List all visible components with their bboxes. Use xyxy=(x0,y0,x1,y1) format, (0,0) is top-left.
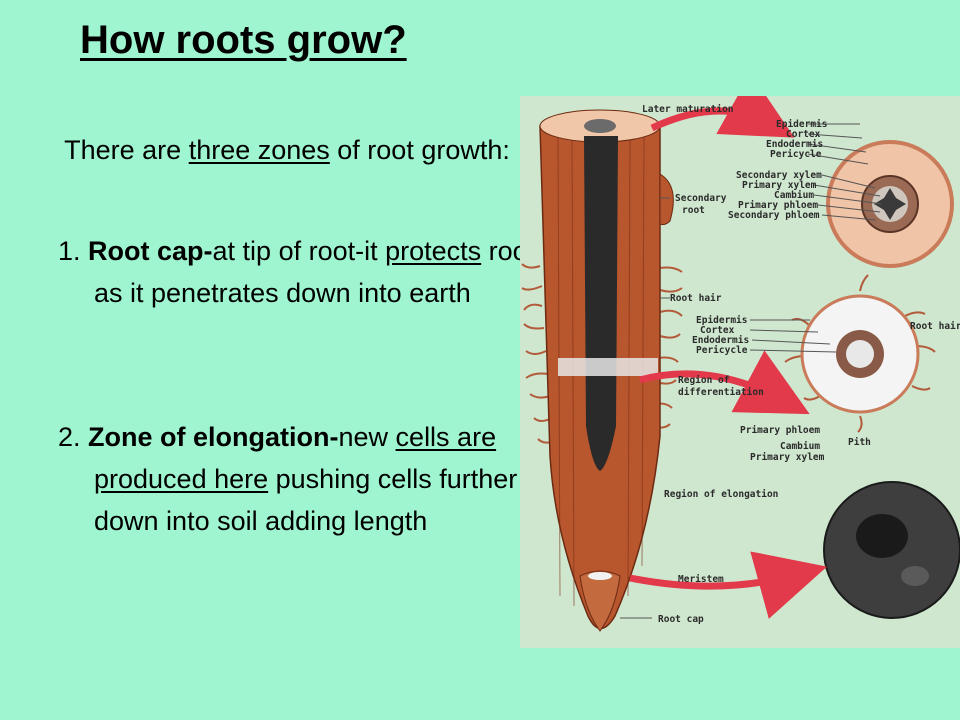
label-primary-xylem: Primary xylem xyxy=(742,180,817,191)
label-secondary-root-line2: root xyxy=(682,205,705,216)
intro-before: There are xyxy=(64,135,189,165)
intro-after: of root growth: xyxy=(329,135,510,165)
root-cap-shape xyxy=(579,570,621,632)
slide-title: How roots grow? xyxy=(80,18,407,62)
label-root-hair: Root hair xyxy=(670,293,722,304)
label-secondary-xylem: Secondary xylem xyxy=(736,170,822,181)
cross-section-mature xyxy=(826,140,954,268)
label-primary-phloem-2: Primary phloem xyxy=(740,425,820,436)
item-text: new xyxy=(338,422,396,452)
label-endodermis: Endodermis xyxy=(766,139,823,150)
meristem-micrograph xyxy=(823,481,960,619)
item-number: 2. xyxy=(58,422,89,452)
item-text: at tip of root-it xyxy=(212,236,386,266)
label-region-of: Region of xyxy=(678,375,730,386)
list-item-zone-of-elongation: 2. Zone of elongation-new cells are prod… xyxy=(58,416,556,542)
list-item-root-cap: 1. Root cap-at tip of root-it protects r… xyxy=(58,230,556,314)
slide-body: There are three zones of root growth: 1.… xyxy=(58,128,535,536)
diagram-arrows xyxy=(629,96,827,619)
intro-text: There are three zones of root growth: xyxy=(62,128,512,173)
label-differentiation: differentiation xyxy=(678,387,764,398)
label-root-hair-right: Root hair xyxy=(910,321,960,332)
vascular-cylinder xyxy=(584,136,618,471)
label-secondary-phloem: Secondary phloem xyxy=(728,210,820,221)
root-diagram: Later maturation Epidermis Cortex Endode… xyxy=(520,96,960,648)
label-pith: Pith xyxy=(848,437,871,448)
item-underlined: cells are produced here xyxy=(94,422,497,494)
label-endodermis-2: Endodermis xyxy=(692,335,749,346)
label-primary-xylem-2: Primary xylem xyxy=(750,452,825,463)
label-primary-phloem: Primary phloem xyxy=(738,200,818,211)
label-root-cap: Root cap xyxy=(658,614,704,625)
label-cortex: Cortex xyxy=(786,129,821,140)
label-pericycle-2: Pericycle xyxy=(696,345,748,356)
item-term: Root cap- xyxy=(88,236,213,266)
label-cambium: Cambium xyxy=(774,190,814,201)
label-cambium-2: Cambium xyxy=(780,441,820,452)
label-pericycle: Pericycle xyxy=(770,149,822,160)
root-diagram-svg: Later maturation Epidermis Cortex Endode… xyxy=(521,96,960,632)
root-hairs xyxy=(521,263,683,444)
label-meristem: Meristem xyxy=(678,574,724,585)
intro-underlined: three zones xyxy=(188,135,330,165)
item-term: Zone of elongation- xyxy=(88,422,339,452)
label-cortex-2: Cortex xyxy=(700,325,735,336)
label-region-of-elongation: Region of elongation xyxy=(664,489,778,500)
label-later-maturation: Later maturation xyxy=(642,104,734,115)
label-secondary-root-line1: Secondary xyxy=(675,193,727,204)
label-epidermis: Epidermis xyxy=(776,119,827,130)
item-underlined: protects xyxy=(385,236,482,266)
item-number: 1. xyxy=(58,236,89,266)
label-epidermis-2: Epidermis xyxy=(696,315,747,326)
cross-section-differentiation xyxy=(784,274,936,433)
item-text: pushing cells further down into soil add… xyxy=(94,464,518,536)
